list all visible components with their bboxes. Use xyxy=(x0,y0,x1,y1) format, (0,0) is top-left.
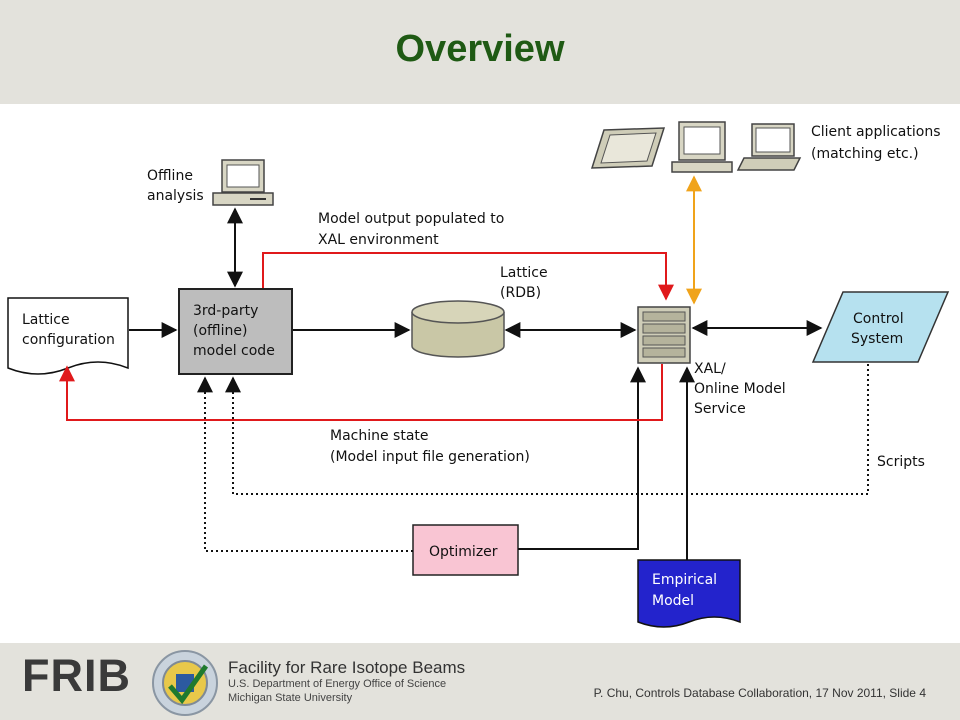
org-university: Michigan State University xyxy=(228,692,353,704)
control-system-label-2: System xyxy=(851,331,903,347)
client-apps-label-2: (matching etc.) xyxy=(811,146,919,162)
tablet-icon xyxy=(590,127,666,169)
lattice-config-label-2: configuration xyxy=(22,332,115,348)
slide-header xyxy=(0,0,960,104)
xal-label-3: Service xyxy=(694,401,746,417)
empirical-model-label-2: Model xyxy=(652,593,694,609)
client-apps-label-1: Client applications xyxy=(811,124,941,140)
optimizer-node: Optimizer xyxy=(412,524,519,576)
slide-credit: P. Chu, Controls Database Collaboration,… xyxy=(593,686,926,700)
optimizer-label: Optimizer xyxy=(429,544,498,560)
lattice-rdb-label-2: (RDB) xyxy=(500,285,541,301)
offline-analysis-label-1: Offline xyxy=(147,168,193,184)
slide-footer xyxy=(0,643,960,720)
xal-server-icon xyxy=(637,306,691,364)
scripts-label: Scripts xyxy=(877,454,925,470)
offline-analysis-computer-icon xyxy=(212,159,274,206)
model-output-label-2: XAL environment xyxy=(318,232,439,248)
xal-label-2: Online Model xyxy=(694,381,786,397)
frib-logo-text: FRIB xyxy=(22,650,131,701)
lattice-rdb-label-1: Lattice xyxy=(500,265,548,281)
machine-state-label-1: Machine state xyxy=(330,428,429,444)
edge-machine-state xyxy=(59,364,663,421)
lattice-configuration-node: Lattice configuration xyxy=(7,297,129,375)
org-name: Facility for Rare Isotope Beams xyxy=(228,658,466,677)
lattice-config-label-1: Lattice xyxy=(22,312,70,328)
architecture-diagram: Lattice configuration 3rd-party (offline… xyxy=(7,121,950,628)
laptop-icon xyxy=(736,123,802,171)
control-system-node: Control System xyxy=(811,291,950,363)
edge-scripts-to-model xyxy=(225,364,869,495)
desktop-computer-icon xyxy=(671,121,733,173)
model-code-label-1: 3rd-party xyxy=(193,303,258,319)
offline-analysis-label-2: analysis xyxy=(147,188,204,204)
model-code-node: 3rd-party (offline) model code xyxy=(178,288,293,375)
edge-model-output-to-xal xyxy=(262,252,674,301)
frib-seal-icon xyxy=(152,650,218,716)
empirical-model-node: Empirical Model xyxy=(637,559,741,628)
model-code-label-3: model code xyxy=(193,343,275,359)
edge-optimizer-to-xal xyxy=(518,366,646,550)
lattice-rdb-node xyxy=(411,300,505,358)
control-system-label-1: Control xyxy=(853,311,904,327)
slide-title: Overview xyxy=(395,28,565,70)
model-code-label-2: (offline) xyxy=(193,323,247,339)
xal-label-1: XAL/ xyxy=(694,361,726,377)
model-output-label-1: Model output populated to xyxy=(318,211,504,227)
empirical-model-label-1: Empirical xyxy=(652,572,717,588)
machine-state-label-2: (Model input file generation) xyxy=(330,449,530,465)
org-dept: U.S. Department of Energy Office of Scie… xyxy=(228,678,447,690)
